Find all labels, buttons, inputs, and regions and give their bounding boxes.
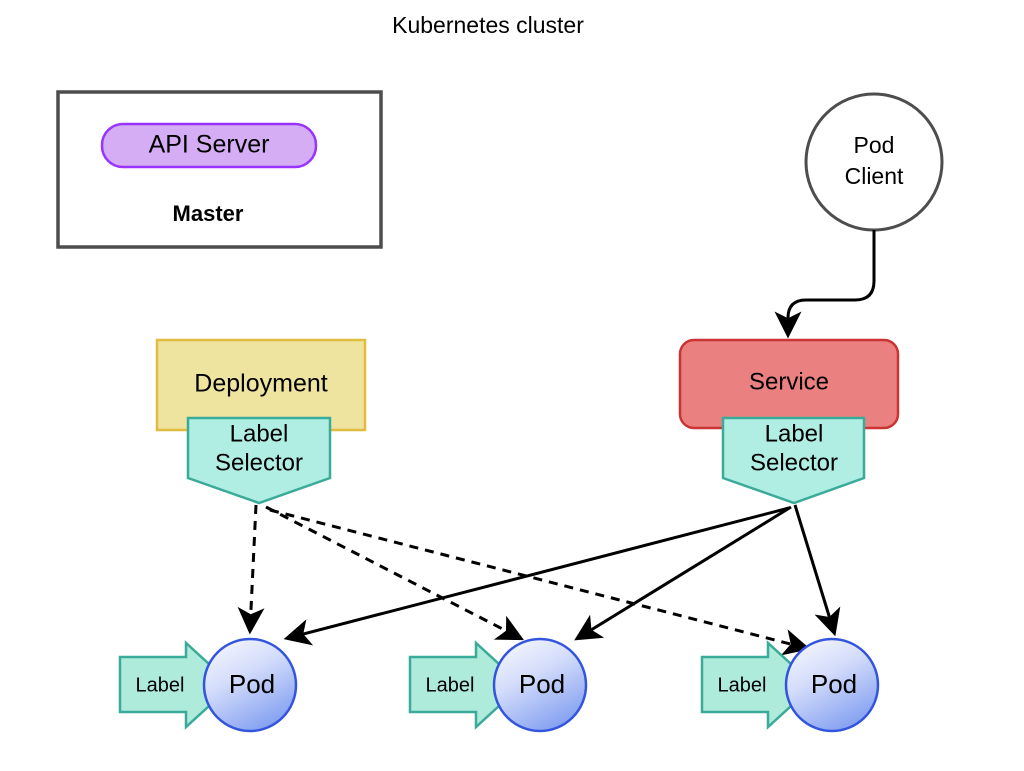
edges-service-to-pods [283, 504, 841, 646]
pod-3-circle[interactable] [784, 637, 880, 733]
diagram-title: Kubernetes cluster [392, 12, 584, 38]
pod-node-1[interactable]: Label Pod [118, 637, 298, 733]
pod-3-label-tag-text: Label [718, 674, 767, 696]
edge-service-to-pod-3 [793, 504, 841, 637]
deployment-selector-shape[interactable] [186, 416, 332, 505]
pod-node-3[interactable]: Label Pod [700, 637, 880, 733]
deployment-label-selector[interactable]: Label Selector [186, 416, 332, 505]
pod-client-node[interactable]: Pod Client [804, 92, 944, 232]
pod-2-label: Pod [519, 669, 565, 699]
pod-1-label-tag-text: Label [136, 674, 185, 696]
master-box[interactable] [56, 90, 383, 249]
service-selector-line1: Label [765, 420, 824, 447]
pod-2-label-tag-text: Label [426, 674, 475, 696]
api-server-node[interactable]: API Server [100, 122, 318, 169]
pod-3-label: Pod [811, 669, 857, 699]
pod-client-label-line1: Pod [854, 132, 895, 158]
service-selector-line2: Selector [750, 449, 838, 476]
pod-2-circle[interactable] [492, 637, 588, 733]
pod-client-label-line2: Client [845, 163, 904, 189]
edge-service-to-pod-2 [574, 505, 792, 641]
service-label: Service [749, 368, 829, 395]
service-selector-shape[interactable] [721, 416, 866, 505]
service-label-selector[interactable]: Label Selector [721, 416, 866, 505]
edge-deployment-to-pod-3 [269, 508, 811, 656]
deployment-box[interactable] [155, 338, 367, 432]
master-node[interactable]: API Server Master [56, 90, 383, 249]
master-label: Master [173, 201, 244, 226]
edge-client-to-service [774, 230, 876, 339]
pod-1-label: Pod [229, 669, 275, 699]
pod-1-circle[interactable] [202, 637, 298, 733]
deployment-selector-line1: Label [230, 420, 289, 447]
edge-deployment-to-pod-2 [265, 505, 524, 641]
edge-service-to-pod-1 [283, 506, 790, 646]
edges-deployment-to-pods [237, 504, 811, 656]
api-server-label: API Server [149, 131, 270, 159]
pod-client-circle[interactable] [804, 92, 944, 232]
service-node[interactable]: Service [678, 338, 900, 430]
deployment-selector-line2: Selector [215, 449, 303, 476]
api-server-box[interactable] [100, 122, 318, 169]
pod-node-2[interactable]: Label Pod [408, 637, 588, 733]
deployment-label: Deployment [194, 370, 327, 398]
deployment-node[interactable]: Deployment [155, 338, 367, 432]
edge-deployment-to-pod-1 [237, 504, 265, 635]
